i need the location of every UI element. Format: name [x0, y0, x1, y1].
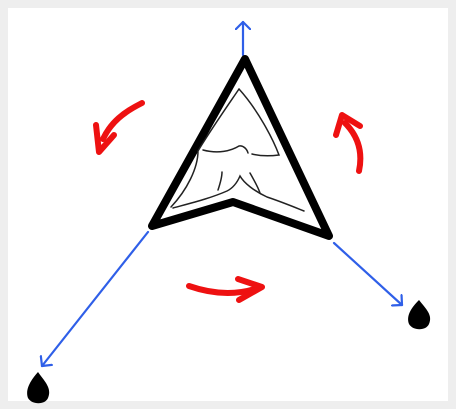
drops — [27, 300, 430, 403]
top-left-rotation-arrow-icon — [96, 103, 142, 152]
top-right-rotation-arrow-icon — [336, 115, 360, 171]
right-axis-arrow-icon — [334, 243, 402, 305]
arrowhead-triangle — [152, 59, 329, 236]
left-drop-icon — [27, 372, 49, 403]
left-axis-arrow-icon — [42, 232, 148, 366]
bottom-rotation-arrow-icon — [189, 279, 262, 300]
right-drop-icon — [408, 300, 430, 329]
arrowhead-triangle-icon — [152, 59, 329, 236]
